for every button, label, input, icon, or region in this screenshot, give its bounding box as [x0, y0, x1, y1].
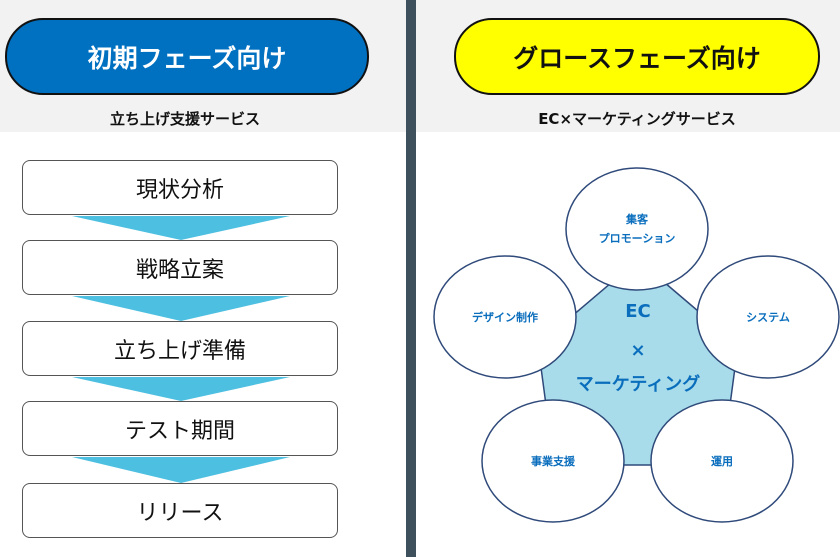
circle-business-support: 事業支援 [481, 399, 625, 523]
arrow-1 [72, 216, 290, 240]
flow-arrows [72, 216, 290, 483]
svg-text:集客: 集客 [625, 212, 649, 226]
svg-text:システム: システム [746, 311, 790, 324]
center-x: × [630, 340, 645, 361]
ec-marketing-diagram: EC × マーケティング 集客 プロモーション デザイン制作 システム 事業支援… [433, 167, 840, 523]
arrow-4 [72, 457, 290, 483]
svg-text:事業支援: 事業支援 [531, 454, 576, 468]
circle-promotion: 集客 プロモーション [565, 167, 709, 291]
circle-operation: 運用 [650, 399, 794, 523]
arrow-3 [72, 377, 290, 401]
initial-phase-subtitle: 立ち上げ支援サービス [109, 110, 260, 128]
circle-system: システム [696, 255, 840, 379]
center-ec: EC [625, 301, 651, 322]
step-3: 立ち上げ準備 [22, 321, 338, 376]
growth-phase-subtitle: EC×マーケティングサービス [538, 110, 736, 128]
svg-text:デザイン制作: デザイン制作 [472, 310, 538, 324]
divider [406, 0, 416, 557]
circle-design: デザイン制作 [433, 255, 577, 379]
initial-phase-title: 初期フェーズ向け [5, 18, 369, 95]
growth-phase-title: グロースフェーズ向け [454, 18, 820, 95]
center-marketing: マーケティング [576, 373, 701, 395]
arrow-2 [72, 296, 290, 321]
step-2: 戦略立案 [22, 240, 338, 295]
svg-text:プロモーション: プロモーション [599, 231, 676, 245]
step-4: テスト期間 [22, 401, 338, 456]
svg-text:運用: 運用 [711, 455, 733, 468]
step-5: リリース [22, 483, 338, 538]
step-1: 現状分析 [22, 160, 338, 215]
